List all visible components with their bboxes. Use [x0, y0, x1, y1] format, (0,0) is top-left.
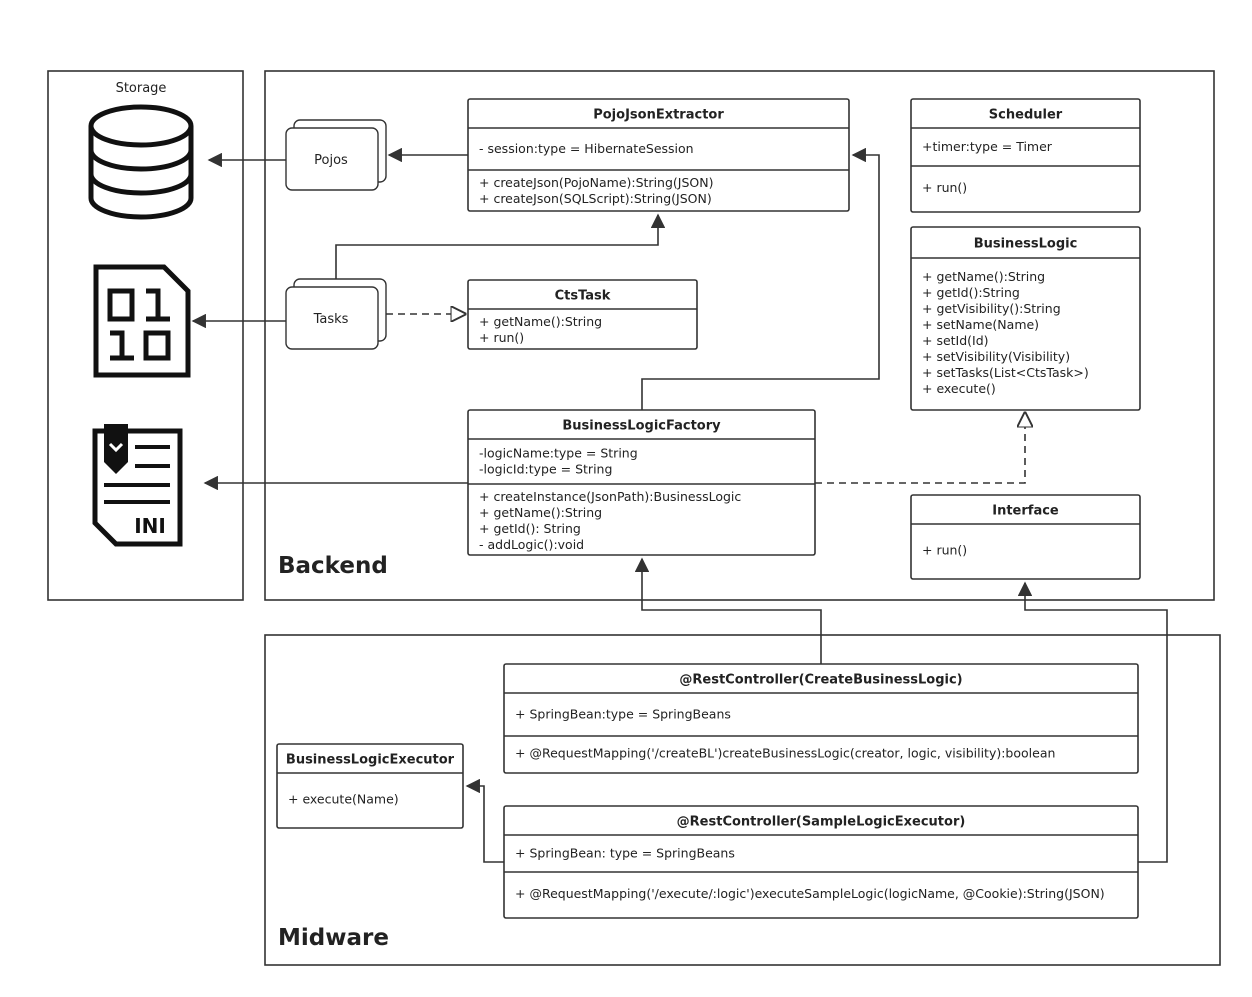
class-business-logic-factory-box	[467, 409, 816, 556]
restcreate-to-factory-arrow	[634, 557, 822, 664]
ini-file-icon: INI	[92, 424, 183, 547]
binary-file-icon	[93, 264, 191, 378]
class-pojo-json-extractor-title: PojoJsonExtractor	[593, 108, 724, 123]
class-rest-sample-box	[503, 805, 1139, 919]
class-pojo-json-extractor: PojoJsonExtractor - session:type = Hibern…	[467, 98, 850, 212]
class-pojo-json-extractor-attribute: - session:type = HibernateSession	[479, 141, 694, 156]
class-business-logic-box	[910, 226, 1141, 411]
class-business-logic-method: + getId():String	[922, 285, 1020, 300]
class-rest-create-box	[503, 663, 1139, 774]
class-cts-task-method: + getName():String	[479, 314, 602, 329]
class-business-logic-factory-method: - addLogic():void	[479, 537, 584, 552]
class-business-logic-title: BusinessLogic	[974, 237, 1078, 252]
tasks-label: Tasks	[313, 312, 349, 327]
class-business-logic-method: + setName(Name)	[922, 317, 1039, 332]
class-business-logic-factory-method: + getName():String	[479, 505, 602, 520]
class-interface: Interface + run()	[910, 494, 1141, 580]
class-business-logic-factory-method: + createInstance(JsonPath):BusinessLogic	[479, 489, 741, 504]
class-business-logic-factory-attribute: -logicName:type = String	[479, 446, 638, 461]
pojos-stack: Pojos	[285, 119, 387, 191]
class-business-logic-executor-box	[276, 743, 464, 829]
class-business-logic: BusinessLogic + getName():String+ getId()…	[910, 226, 1141, 411]
pojos-label: Pojos	[314, 153, 348, 168]
class-cts-task-title: CtsTask	[555, 289, 611, 304]
class-interface-title: Interface	[992, 504, 1059, 519]
class-scheduler-attribute: +timer:type = Timer	[922, 139, 1053, 154]
backend-frame-title: Backend	[278, 553, 388, 579]
class-business-logic-executor-method: + execute(Name)	[288, 792, 399, 807]
class-pojo-json-extractor-method: + createJson(PojoName):String(JSON)	[479, 175, 713, 190]
class-business-logic-method: + setTasks(List<CtsTask>)	[922, 365, 1089, 380]
class-interface-box	[910, 494, 1141, 580]
class-rest-sample: @RestController(SampleLogicExecutor) + Sp…	[503, 805, 1139, 919]
tasks-stack: Tasks	[285, 278, 387, 350]
restsample-to-interface-arrow	[1017, 581, 1168, 863]
class-rest-create-title: @RestController(CreateBusinessLogic)	[679, 673, 962, 688]
class-pojo-json-extractor-method: + createJson(SQLScript):String(JSON)	[479, 191, 712, 206]
database-icon	[88, 104, 194, 220]
class-pojo-json-extractor-box	[467, 98, 850, 212]
class-rest-create-attribute: + SpringBean:type = SpringBeans	[515, 707, 731, 722]
class-cts-task-box	[467, 279, 698, 350]
ini-label: INI	[134, 514, 166, 538]
uml-classes: PojoJsonExtractor - session:type = Hibern…	[276, 98, 1141, 919]
class-scheduler-box	[910, 98, 1141, 213]
class-cts-task: CtsTask + getName():String+ run()	[467, 279, 698, 350]
factory-to-extractor-arrow	[641, 147, 880, 410]
class-business-logic-method: + setVisibility(Visibility)	[922, 349, 1070, 364]
class-business-logic-executor: BusinessLogicExecutor + execute(Name)	[276, 743, 464, 829]
class-business-logic-method: + getName():String	[922, 269, 1045, 284]
backend-frame: Backend	[264, 70, 1215, 601]
class-rest-sample-attribute: + SpringBean: type = SpringBeans	[515, 846, 735, 861]
class-business-logic-executor-title: BusinessLogicExecutor	[286, 753, 455, 768]
class-business-logic-factory-title: BusinessLogicFactory	[562, 419, 721, 434]
factory-realizes-businesslogic-arrow	[815, 413, 1025, 484]
class-business-logic-factory: BusinessLogicFactory -logicName:type = St…	[467, 409, 816, 556]
class-rest-create-method: + @RequestMapping('/createBL')createBusi…	[515, 746, 1055, 761]
class-cts-task-method: + run()	[479, 330, 524, 345]
restsample-to-executor-arrow	[465, 778, 504, 863]
class-business-logic-method: + setId(Id)	[922, 333, 989, 348]
class-rest-create: @RestController(CreateBusinessLogic) + Sp…	[503, 663, 1139, 774]
class-rest-sample-title: @RestController(SampleLogicExecutor)	[677, 815, 966, 830]
class-interface-method: + run()	[922, 543, 967, 558]
storage-frame: Storage	[47, 70, 244, 601]
storage-frame-title: Storage	[116, 81, 167, 96]
midware-frame: Midware	[264, 634, 1221, 966]
class-scheduler-title: Scheduler	[989, 108, 1063, 123]
class-business-logic-method: + getVisibility():String	[922, 301, 1061, 316]
tasks-to-extractor-arrow	[335, 213, 666, 280]
class-business-logic-method: + execute()	[922, 381, 996, 396]
class-business-logic-factory-method: + getId(): String	[479, 521, 581, 536]
class-rest-sample-method: + @RequestMapping('/execute/:logic')exec…	[515, 886, 1105, 901]
class-business-logic-factory-attribute: -logicId:type = String	[479, 462, 612, 477]
midware-frame-title: Midware	[278, 925, 389, 951]
class-scheduler-method: + run()	[922, 180, 967, 195]
connectors	[191, 147, 1168, 863]
class-scheduler: Scheduler +timer:type = Timer + run()	[910, 98, 1141, 213]
